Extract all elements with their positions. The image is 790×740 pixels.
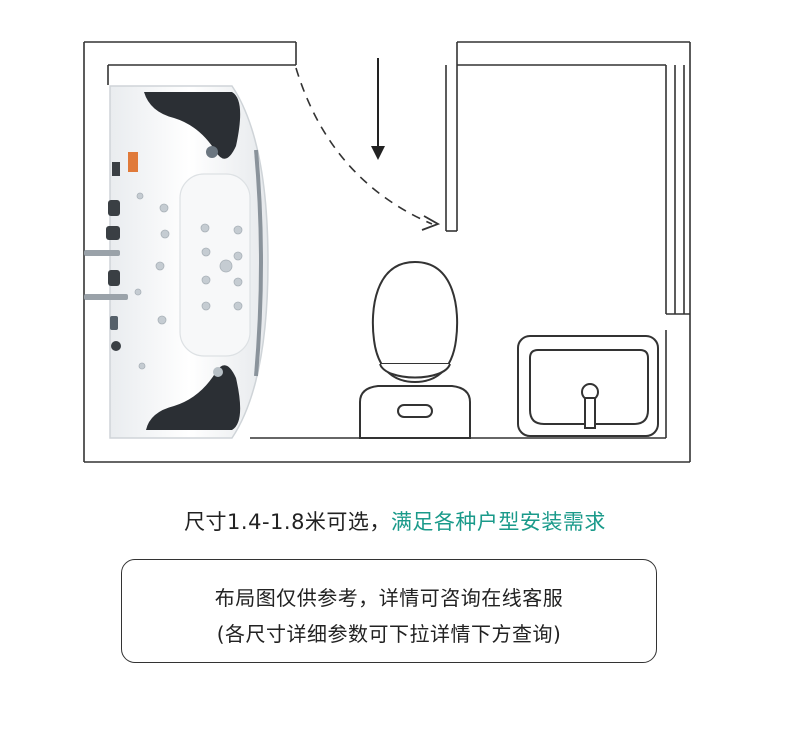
size-caption-highlight: 满足各种户型安装需求	[390, 510, 606, 534]
door-swing-arc	[295, 67, 441, 231]
entry-arrow	[371, 58, 385, 160]
headrest-bottom	[146, 365, 241, 430]
toilet	[359, 260, 471, 439]
size-caption-prefix: 尺寸1.4-1.8米可选，	[184, 510, 391, 534]
notice-line-1: 布局图仅供参考，详情可咨询在线客服	[214, 586, 564, 610]
washbasin	[517, 335, 659, 437]
size-caption: 尺寸1.4-1.8米可选，满足各种户型安装需求	[0, 506, 790, 536]
notice-box: 布局图仅供参考，详情可咨询在线客服 (各尺寸详细参数可下拉详情下方查询)	[121, 559, 657, 663]
notice-line-2: (各尺寸详细参数可下拉详情下方查询)	[216, 622, 562, 646]
whirlpool-bathtub	[84, 85, 269, 439]
headrest-top	[144, 92, 241, 159]
bathroom-floor-plan	[83, 41, 691, 463]
